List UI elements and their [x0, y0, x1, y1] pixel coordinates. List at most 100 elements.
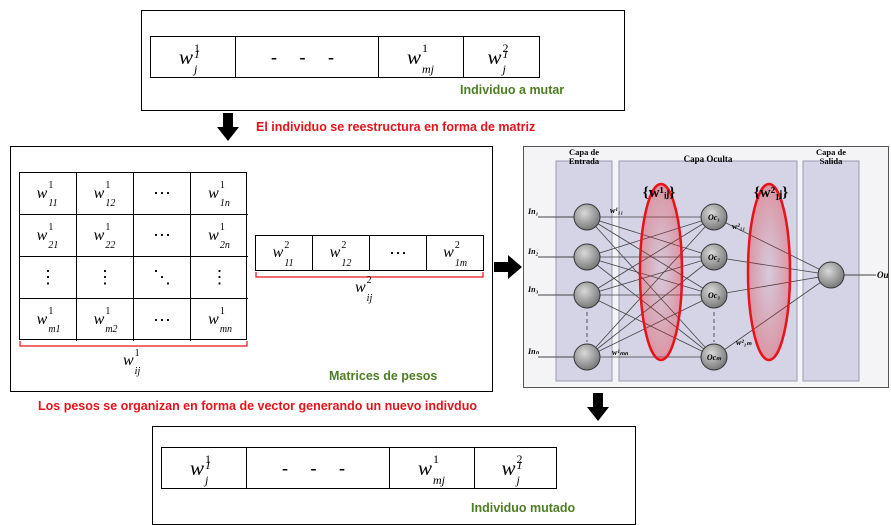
hidden-node-label: Oc₃ — [708, 291, 720, 300]
input-label: In₁ — [527, 207, 538, 216]
weights2-ellipse — [746, 182, 792, 362]
input-label: In₃ — [527, 285, 539, 294]
neural-network-diagram: Capa de Entrada Capa Oculta Capa de Sali… — [527, 147, 888, 382]
matrix-cell: ⋮ — [77, 257, 134, 299]
input-node — [573, 203, 601, 231]
vector-cell: - - - — [247, 448, 390, 488]
weight-wmn-label: w¹ₘₙ — [612, 348, 629, 357]
weight-w2-11-label: w²₁₁ — [732, 222, 745, 231]
hidden-node-label: Oc₂ — [708, 253, 720, 262]
top-individual-caption: Individuo a mutar — [460, 83, 565, 97]
matrix-cell: ⋮ — [191, 257, 248, 299]
matrix-cell: ⋯ — [134, 299, 191, 341]
matrix-brace — [19, 341, 248, 347]
hidden-node — [700, 243, 728, 271]
vector-brace — [255, 272, 484, 278]
hidden-node-label: Oc₁ — [708, 213, 720, 222]
weight-w2-1m-label: w²₁ₘ — [736, 338, 753, 347]
svg-text:Salida: Salida — [820, 156, 843, 166]
output-layer-title: Capa de — [816, 147, 846, 157]
matrix-cell: ⋯ — [134, 173, 191, 215]
hidden-node — [700, 343, 728, 371]
matrix-cell: ⋯ — [134, 215, 191, 257]
hidden-node-label: Ocₘ — [707, 353, 722, 362]
vector-cell: ⋯ — [370, 236, 427, 270]
input-layer-title: Capa de — [569, 147, 599, 157]
input-label: Inₙ — [527, 347, 540, 356]
hidden-node — [700, 281, 728, 309]
matrices-caption: Matrices de pesos — [329, 369, 438, 383]
svg-text:Entrada: Entrada — [569, 156, 600, 166]
down-arrow-icon — [587, 393, 609, 421]
neural-network-panel: Capa de Entrada Capa Oculta Capa de Sali… — [523, 146, 889, 388]
input-node — [573, 243, 601, 271]
output-node — [817, 261, 845, 289]
matrix-cell: ⋱ — [134, 257, 191, 299]
step2-label: Los pesos se organizan en forma de vecto… — [38, 399, 477, 413]
matrix-cell: ⋮ — [20, 257, 77, 299]
right-arrow-icon — [494, 255, 522, 279]
hidden-node — [700, 203, 728, 231]
weight-w11-label: w¹₁₁ — [610, 206, 623, 215]
input-label: In₂ — [527, 247, 539, 256]
weights2-label: {w²₁ⱼ} — [754, 185, 788, 201]
input-node — [573, 343, 601, 371]
vector-cell: - - - — [236, 37, 379, 77]
hidden-layer-title: Capa Oculta — [684, 154, 733, 164]
bottom-individual-caption: Individuo mutado — [471, 501, 576, 515]
down-arrow-icon — [217, 113, 239, 141]
weights1-ellipse — [638, 182, 684, 362]
output-label: Ou — [877, 270, 888, 280]
weights1-label: {w¹ᵢⱼ} — [643, 185, 676, 201]
input-node — [573, 281, 601, 309]
step1-label: El individuo se reestructura en forma de… — [256, 120, 536, 134]
